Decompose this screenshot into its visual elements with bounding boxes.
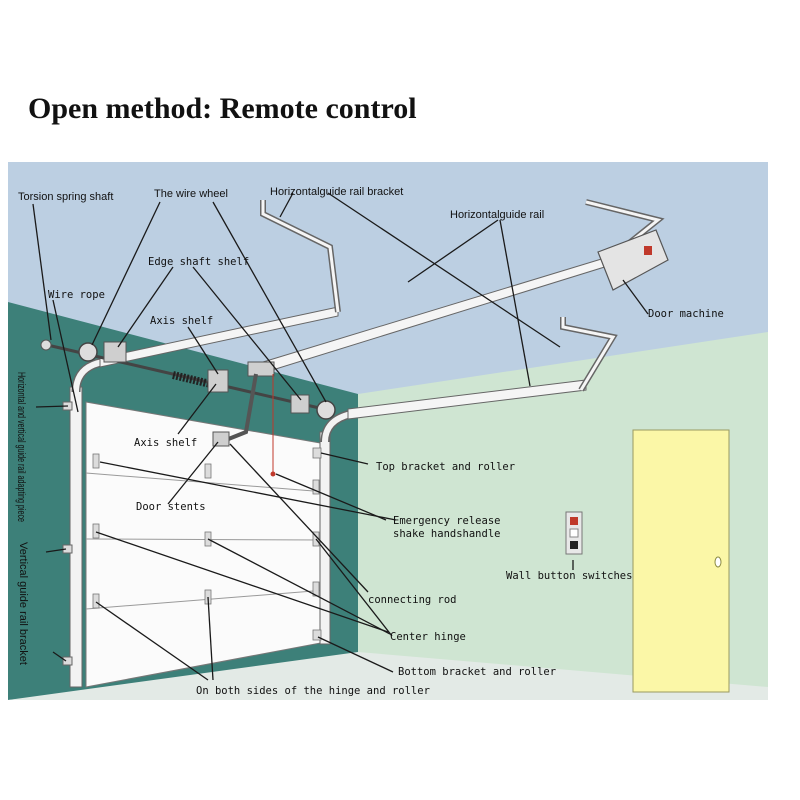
leader-lines xyxy=(32,192,649,681)
leader-center-hinge-3 xyxy=(315,538,393,637)
leader-adapting-piece xyxy=(35,405,69,408)
label-hinge-roller-sides: On both sides of the hinge and roller xyxy=(196,685,430,697)
leader-axis-shelf-top xyxy=(187,326,219,375)
label-center-hinge: Center hinge xyxy=(390,631,466,643)
top-bracket-roller xyxy=(312,447,322,459)
label-axis-shelf: Axis shelf xyxy=(134,437,197,449)
door-knob xyxy=(714,556,722,568)
leader-connecting-rod xyxy=(229,443,369,593)
connecting-arm xyxy=(225,373,258,442)
left-rail-bracket-inner xyxy=(261,200,340,313)
left-vertical-guide-rail xyxy=(69,386,83,688)
leader-door-stents xyxy=(167,441,219,505)
edge-shaft-shelf-left xyxy=(103,341,127,363)
label-horizontal-rail-bracket: Horizontalguide rail bracket xyxy=(270,186,403,198)
label-door-machine: Door machine xyxy=(648,308,724,320)
side-door xyxy=(632,429,730,693)
label-torsion-spring-shaft: Torsion spring shaft xyxy=(18,191,113,203)
label-wire-rope: Wire rope xyxy=(48,289,105,301)
shaft-end-cap xyxy=(40,339,52,351)
door-machine-label-plate xyxy=(644,246,652,255)
leader-wire-rope xyxy=(52,299,79,413)
leader-edge-shaft-shelf-right xyxy=(192,266,302,401)
label-connecting-rod: connecting rod xyxy=(368,594,457,606)
label-wall-button-switches: Wall button switches xyxy=(506,570,632,582)
page-title: Open method: Remote control xyxy=(28,92,417,125)
leader-center-hinge-2 xyxy=(207,538,391,635)
switch-button-white xyxy=(569,528,579,538)
label-door-stents: Door stents xyxy=(136,501,206,513)
leader-wire-wheel-left xyxy=(91,201,161,346)
label-horizontal-rail: Horizontalguide rail xyxy=(450,209,544,221)
hinge-roller xyxy=(92,593,100,609)
axis-shelf-center xyxy=(207,369,229,393)
leader-bottom-bracket-roller xyxy=(317,636,394,673)
label-axis-shelf-top: Axis shelf xyxy=(150,315,213,327)
wire-wheel-left xyxy=(78,342,98,362)
label-emergency-release-2: shake handshandle xyxy=(393,528,500,540)
label-emergency-release-1: Emergency release xyxy=(393,515,500,527)
label-vertical-rail-bracket: Vertical guide rail bracket xyxy=(17,542,29,665)
left-vertical-bracket-low xyxy=(62,656,73,666)
right-rail-bracket-inner xyxy=(561,317,616,391)
hinge-roller xyxy=(92,453,100,469)
emergency-release-handle xyxy=(270,471,276,477)
leader-vertical-bracket-low xyxy=(52,651,67,662)
garage-door-diagram: Torsion spring shaft The wire wheel Hori… xyxy=(8,162,768,700)
bottom-bracket-roller xyxy=(312,629,322,641)
label-bottom-bracket-roller: Bottom bracket and roller xyxy=(398,666,556,678)
opener-trolley xyxy=(247,361,275,377)
label-wire-wheel: The wire wheel xyxy=(154,188,228,200)
leader-emergency-release-1 xyxy=(275,473,387,521)
leader-horizontal-rail-top xyxy=(407,219,499,283)
label-top-bracket-roller: Top bracket and roller xyxy=(376,461,515,473)
leader-hinge-roller-sides-1 xyxy=(95,601,209,681)
leader-rail-bracket-right xyxy=(327,192,561,348)
switch-button-red xyxy=(570,517,578,525)
hinge-roller xyxy=(204,463,212,479)
edge-shaft-shelf-right xyxy=(290,394,310,414)
leader-center-hinge-1 xyxy=(95,531,389,633)
leader-rail-bracket-left xyxy=(279,192,294,218)
leader-edge-shaft-shelf-left xyxy=(117,266,174,348)
leader-emergency-release-2 xyxy=(99,461,397,521)
switch-button-black xyxy=(570,541,578,549)
floor xyxy=(8,652,768,700)
right-horizontal-guide-rail xyxy=(347,379,587,420)
hinge-roller xyxy=(312,479,320,495)
hinge-roller xyxy=(92,523,100,539)
leader-axis-shelf-lower xyxy=(177,383,217,435)
leader-wire-wheel-right xyxy=(212,201,327,403)
left-rail-curve-inner xyxy=(73,359,104,393)
leader-horizontal-rail-lower xyxy=(499,219,531,387)
leader-top-bracket-roller xyxy=(320,452,369,465)
wire-wheel-right xyxy=(316,400,336,420)
label-hv-adapting-piece: Horizontal and vertical guide rail adapt… xyxy=(15,372,27,522)
leader-vertical-bracket-mid xyxy=(45,548,67,553)
leader-door-machine xyxy=(622,279,649,315)
left-horizontal-guide-rail xyxy=(99,306,339,368)
right-rail-curve-inner xyxy=(322,411,352,443)
leader-hinge-roller-sides-2 xyxy=(207,596,214,681)
door-machine xyxy=(597,229,669,291)
label-edge-shaft-shelf: Edge shaft shelf xyxy=(148,256,249,268)
leader-torsion-spring-shaft xyxy=(32,203,52,341)
door-arm-bracket xyxy=(212,431,230,447)
